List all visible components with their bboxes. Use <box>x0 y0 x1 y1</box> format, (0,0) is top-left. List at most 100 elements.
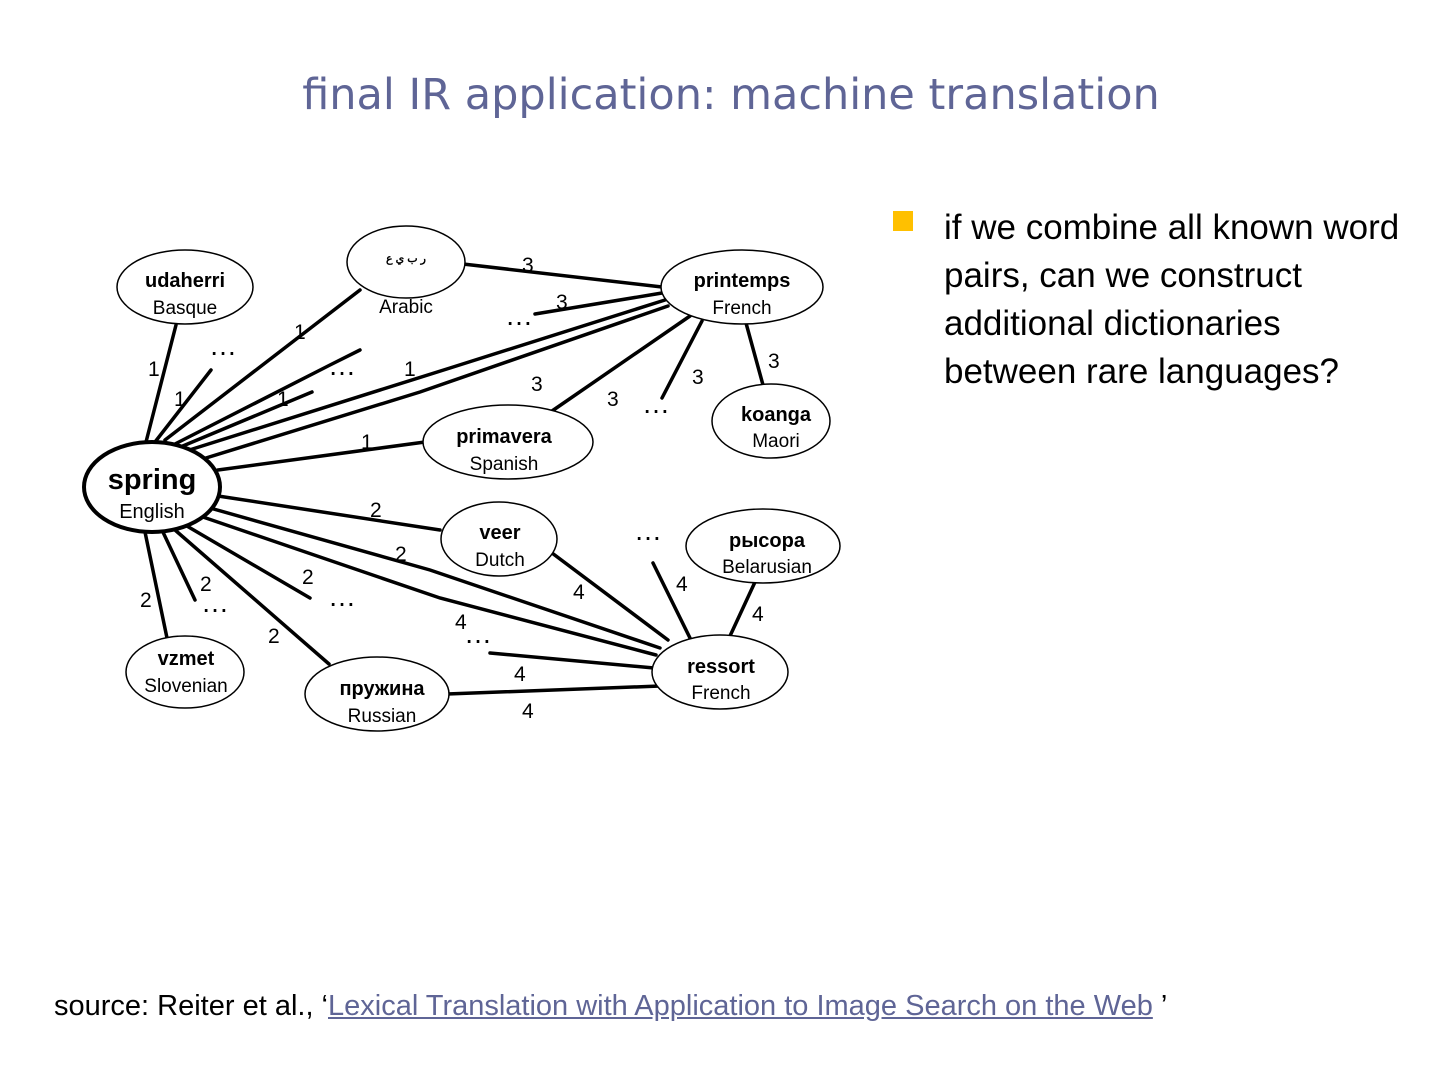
source-citation: source: Reiter et al., ‘Lexical Translat… <box>54 990 1167 1023</box>
node-word: koanga <box>741 404 812 426</box>
edge-rysora-ressort <box>728 580 757 638</box>
node-word: veer <box>479 522 520 544</box>
edge-spring-veer <box>216 494 442 532</box>
edge-lines <box>143 262 765 696</box>
edge-label: 3 <box>522 254 534 277</box>
node-word: vzmet <box>158 648 215 670</box>
edge-printemps-dots <box>660 319 704 400</box>
node-language: French <box>712 298 771 319</box>
ellipsis-mark: … <box>505 300 533 331</box>
node-language: Maori <box>752 431 800 452</box>
edge-label: 3 <box>692 366 704 389</box>
edge-label: 4 <box>573 581 585 604</box>
edge-label: 2 <box>140 589 152 612</box>
edge-dots-ressort-2 <box>488 651 656 670</box>
edge-label: 4 <box>522 700 534 723</box>
edge-spring-printemps-b <box>191 304 670 464</box>
edge-label: 3 <box>556 291 568 314</box>
node-veer <box>440 501 558 577</box>
edge-label: 1 <box>361 431 373 454</box>
edge-dots-printemps <box>533 291 664 316</box>
node-koanga <box>711 383 831 459</box>
edge-label: 4 <box>676 573 688 596</box>
node-word: рысора <box>729 530 806 552</box>
edge-label: 1 <box>404 358 416 381</box>
node-pruzhina <box>304 656 450 732</box>
node-word: ressort <box>687 656 755 678</box>
edge-label-group: 3 3 1 1 1 1 1 3 3 3 1 3 2 2 2 2 2 2 4 4 … <box>140 254 780 723</box>
edge-label: 2 <box>200 573 212 596</box>
node-language: Spanish <box>470 454 539 475</box>
edge-printemps-primavera <box>550 314 692 413</box>
ellipsis-group: … … … … … … … … <box>201 300 670 649</box>
node-primavera <box>422 404 594 480</box>
edge-label: 4 <box>514 663 526 686</box>
bullet-text: if we combine all known word pairs, can … <box>944 208 1400 391</box>
edge-spring-pruzhina <box>173 528 331 666</box>
ellipsis-mark: … <box>328 581 356 612</box>
node-word: пружина <box>339 678 425 700</box>
edge-label: 1 <box>174 388 186 411</box>
node-udaherri <box>116 249 254 325</box>
node-word: spring <box>108 464 197 496</box>
edge-label: 4 <box>455 611 467 634</box>
edge-label: 2 <box>395 543 407 566</box>
edge-arabic-printemps <box>461 262 664 289</box>
edge-label: 1 <box>277 388 289 411</box>
node-printemps <box>660 249 824 325</box>
edge-label: 3 <box>768 350 780 373</box>
edge-pruzhina-ressort <box>445 684 662 696</box>
translation-graph: 3 3 1 1 1 1 1 3 3 3 1 3 2 2 2 2 2 2 4 4 … <box>82 225 841 732</box>
node-language: Arabic <box>379 297 433 318</box>
node-group <box>82 225 841 732</box>
source-suffix: ’ <box>1152 990 1168 1022</box>
node-word: primavera <box>456 426 552 448</box>
edge-label: 2 <box>302 566 314 589</box>
node-arabic <box>346 225 466 299</box>
slide-title: final IR application: machine translatio… <box>302 70 1160 120</box>
node-language: Belarusian <box>722 557 812 578</box>
edge-spring-dots-1 <box>153 368 213 444</box>
source-link[interactable]: Lexical Translation with Application to … <box>328 990 1153 1022</box>
ellipsis-mark: … <box>328 350 356 381</box>
edge-spring-vzmet <box>143 530 169 640</box>
ellipsis-mark: … <box>642 388 670 419</box>
edge-spring-dots-3 <box>178 520 312 600</box>
edge-label: 4 <box>752 603 764 626</box>
edge-spring-dots-2 <box>176 390 314 450</box>
edge-spring-primavera <box>216 440 427 472</box>
edge-spring-ressort-b <box>198 514 658 657</box>
edge-spring-printemps-a <box>181 298 667 454</box>
edge-spring-udaherri <box>144 323 178 444</box>
edge-label: 3 <box>607 388 619 411</box>
edge-veer-ressort <box>550 551 670 642</box>
edge-label: 1 <box>294 321 306 344</box>
node-language: English <box>119 501 185 523</box>
ellipsis-mark: … <box>634 515 662 546</box>
edge-label: 2 <box>268 625 280 648</box>
bullet-marker <box>893 211 913 231</box>
source-prefix: source: Reiter et al., ‘ <box>54 990 328 1022</box>
node-language: Slovenian <box>144 676 227 697</box>
edge-spring-dots-4 <box>160 528 197 602</box>
node-ressort <box>651 634 789 710</box>
edge-spring-arabic <box>163 288 362 442</box>
node-language: Russian <box>348 706 417 727</box>
node-labels: ر ب ي ع Arabic udaherri Basque printemps… <box>108 253 812 727</box>
edge-spring-printemps-c <box>171 348 362 447</box>
node-language: Basque <box>153 298 217 319</box>
edge-spring-ressort-a <box>208 506 662 650</box>
edge-dots-ressort <box>651 561 692 640</box>
node-spring <box>82 440 222 534</box>
node-word: printemps <box>694 270 791 292</box>
ellipsis-mark: … <box>464 618 492 649</box>
node-word: ر ب ي ع <box>386 253 426 266</box>
node-language: Dutch <box>475 550 525 571</box>
edge-label: 1 <box>148 358 160 381</box>
ellipsis-mark: … <box>201 587 229 618</box>
node-rysora <box>685 508 841 584</box>
edge-printemps-koanga <box>744 321 765 387</box>
edge-label: 3 <box>531 373 543 396</box>
node-word: udaherri <box>145 270 225 292</box>
node-language: French <box>691 683 750 704</box>
